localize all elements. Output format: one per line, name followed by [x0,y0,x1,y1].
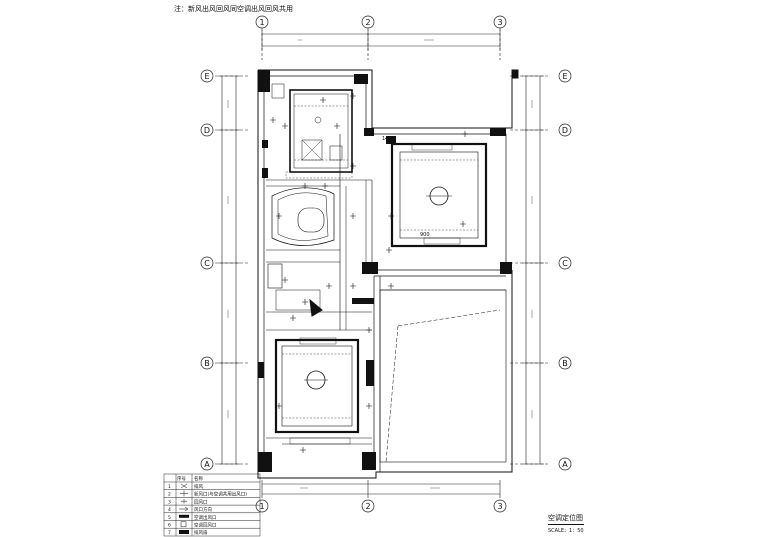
grid-row-b-left: B [200,356,214,370]
grid-row-c-right: C [558,256,572,270]
legend-row-name: 空调出风口 [194,514,217,521]
legend-table: 序号 名称 1 2 3 4 5 6 7 排风 新风口(与空调共用出风口) 回风口… [163,473,261,537]
drawing-scale: SCALE：1：50 [548,528,584,534]
grid-row-e-left: E [200,69,214,83]
direction-arrow-symbol [179,506,189,512]
grid-label: E [562,72,567,81]
ac-supply-symbol [179,514,189,518]
grid-label: C [562,259,568,268]
exhaust-fan-symbol [179,530,189,534]
dimension-ticks [227,39,533,489]
grid-col-2-bottom: 2 [361,499,375,513]
legend-row-name: 排风 [194,483,203,490]
legend-row-no: 2 [168,492,171,498]
bathtub-area [271,187,335,246]
grid-label: B [562,359,568,368]
grid-label: B [204,359,210,368]
grid-label: 3 [497,502,502,511]
grid-label: 1 [259,18,264,27]
legend-row-name: 风口方向 [194,506,212,513]
grid-col-3-bottom: 3 [493,499,507,513]
legend-header-name: 名称 [194,475,203,482]
bedroom-upper-right [390,142,488,248]
grid-col-2-top: 2 [361,15,375,29]
dim-1400: 1400 [382,136,395,142]
grid-label: 2 [365,502,370,511]
legend-row-no: 3 [168,499,171,505]
supply-plus-symbol [180,490,188,497]
grid-label: A [562,460,568,469]
legend-row-no: 6 [168,523,171,529]
ac-return-symbol [180,521,187,528]
room-dimensions: 1400 900 [382,136,430,238]
grid-label: D [562,126,568,135]
grid-row-e-right: E [558,69,572,83]
grid-label: C [204,259,210,268]
grid-label: A [204,460,210,469]
grid-label: E [204,72,209,81]
grid-col-1-top: 1 [255,15,269,29]
grid-label: 1 [259,502,264,511]
grid-label: 3 [497,18,502,27]
legend-row-no: 7 [168,530,171,536]
drawing-title: 空调定位图 [548,513,584,525]
legend-row-name: 新风口(与空调共用出风口) [194,491,247,498]
grid-label: 2 [365,18,370,27]
bathroom-upper [271,83,353,179]
terrace [379,289,507,463]
return-plus-symbol [181,499,187,504]
drawing-note: 注：新风出风回风同空调出风回风共用 [174,5,293,13]
grid-row-d-right: D [558,123,572,137]
legend-row-no: 1 [168,484,171,490]
grid-row-a-right: A [558,457,572,471]
grid-row-b-right: B [558,356,572,370]
walls [257,69,519,479]
legend-row-name: 回风口 [194,499,208,505]
legend-row-no: 4 [168,507,171,513]
exhaust-symbol [180,483,188,489]
grid-row-d-left: D [200,123,214,137]
grid-bubbles: 1 2 3 1 2 3 E D C B A E D C B A [200,15,572,513]
legend-row-name: 空调回风口 [194,522,217,529]
legend-row-name: 排风扇 [194,529,208,536]
grid-row-c-left: C [200,256,214,270]
wall-columns [258,70,512,472]
diffuser-marks [270,93,468,453]
wc-room [267,263,323,317]
grid-label: D [204,126,210,135]
dim-900: 900 [420,232,430,238]
grid-col-3-top: 3 [493,15,507,29]
legend-row-no: 5 [168,515,171,521]
title-block: 空调定位图 SCALE：1：50 [548,513,584,534]
grid-col-1-bottom: 1 [255,499,269,513]
bedroom-lower-left [274,337,360,445]
legend-header-no: 序号 [177,475,186,482]
grid-row-a-left: A [200,457,214,471]
